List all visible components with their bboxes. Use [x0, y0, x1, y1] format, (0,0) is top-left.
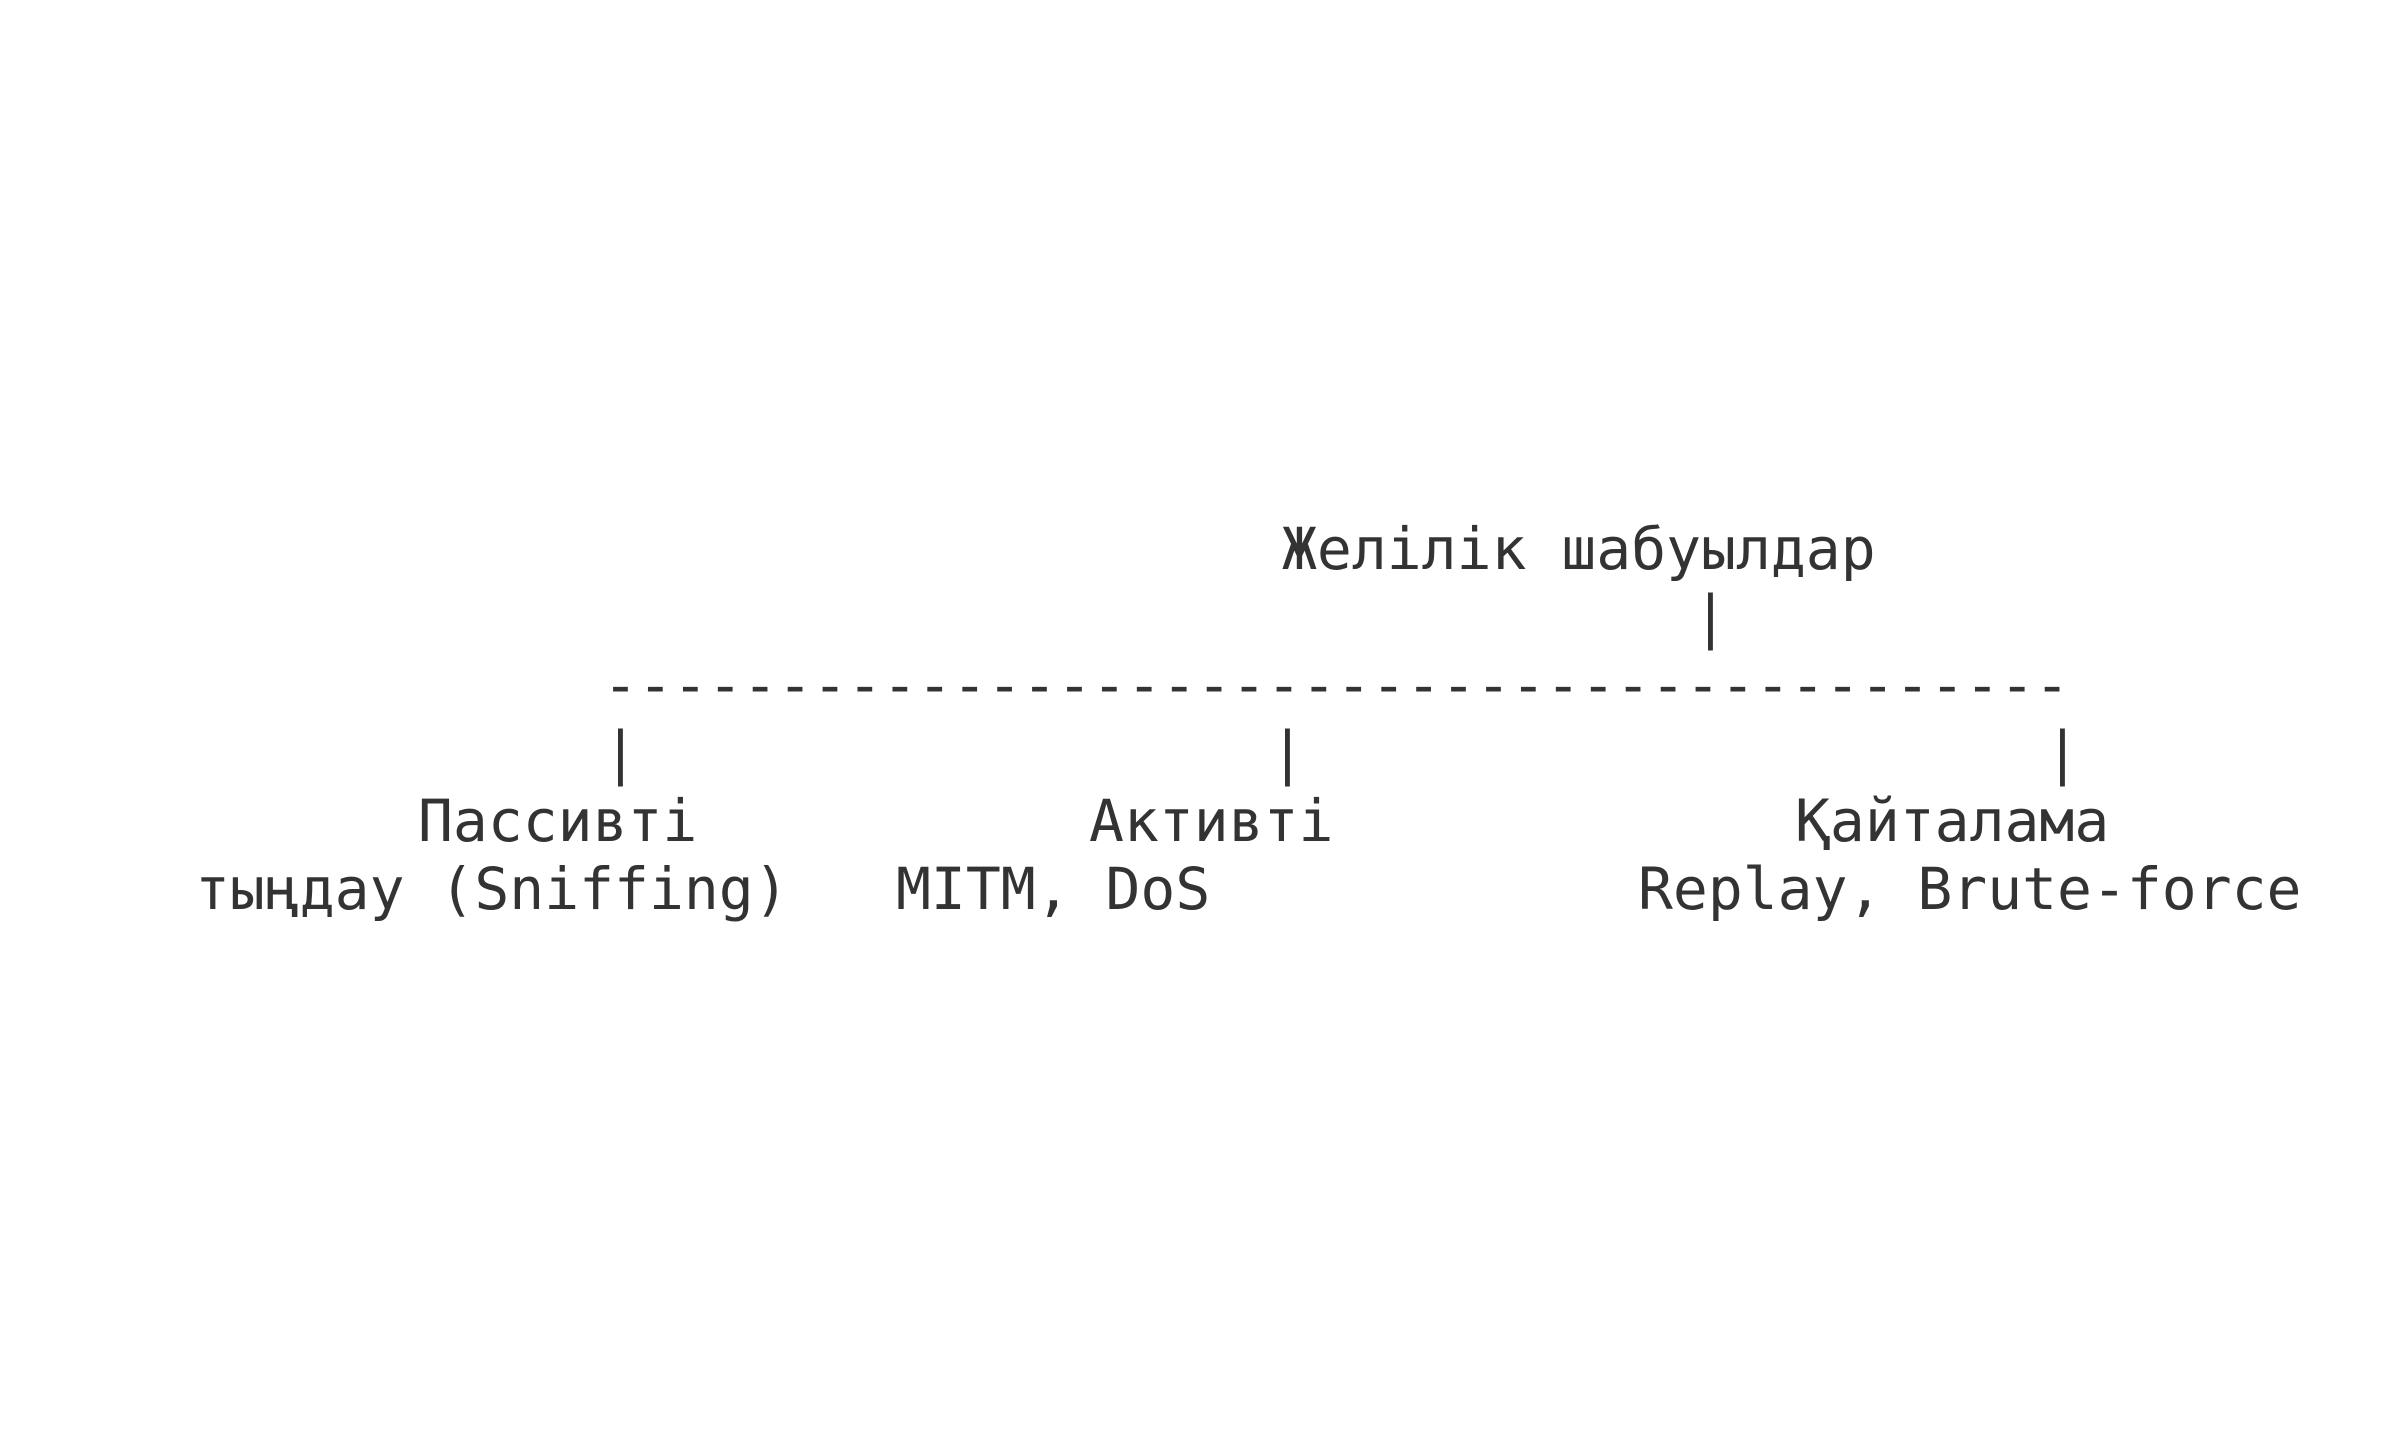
horizontal-connector: ----------------------------------------… [603, 651, 2070, 719]
branch-connector-passive: | [603, 719, 638, 787]
branch-detail-replay: Replay, Brute-force [1638, 855, 2302, 923]
branch-connector-replay: | [2045, 719, 2080, 787]
root-node-label: Желілік шабуылдар [1282, 515, 1876, 583]
branch-detail-active: MITM, DoS [896, 855, 1211, 923]
branch-title-passive: Пассивті [418, 787, 698, 855]
root-connector: | [1693, 583, 1728, 651]
branch-title-active: Активті [1089, 787, 1334, 855]
branch-connector-active: | [1270, 719, 1305, 787]
branch-title-replay: Қайталама [1795, 787, 2110, 855]
branch-detail-passive: тыңдау (Sniffing) [195, 855, 789, 923]
